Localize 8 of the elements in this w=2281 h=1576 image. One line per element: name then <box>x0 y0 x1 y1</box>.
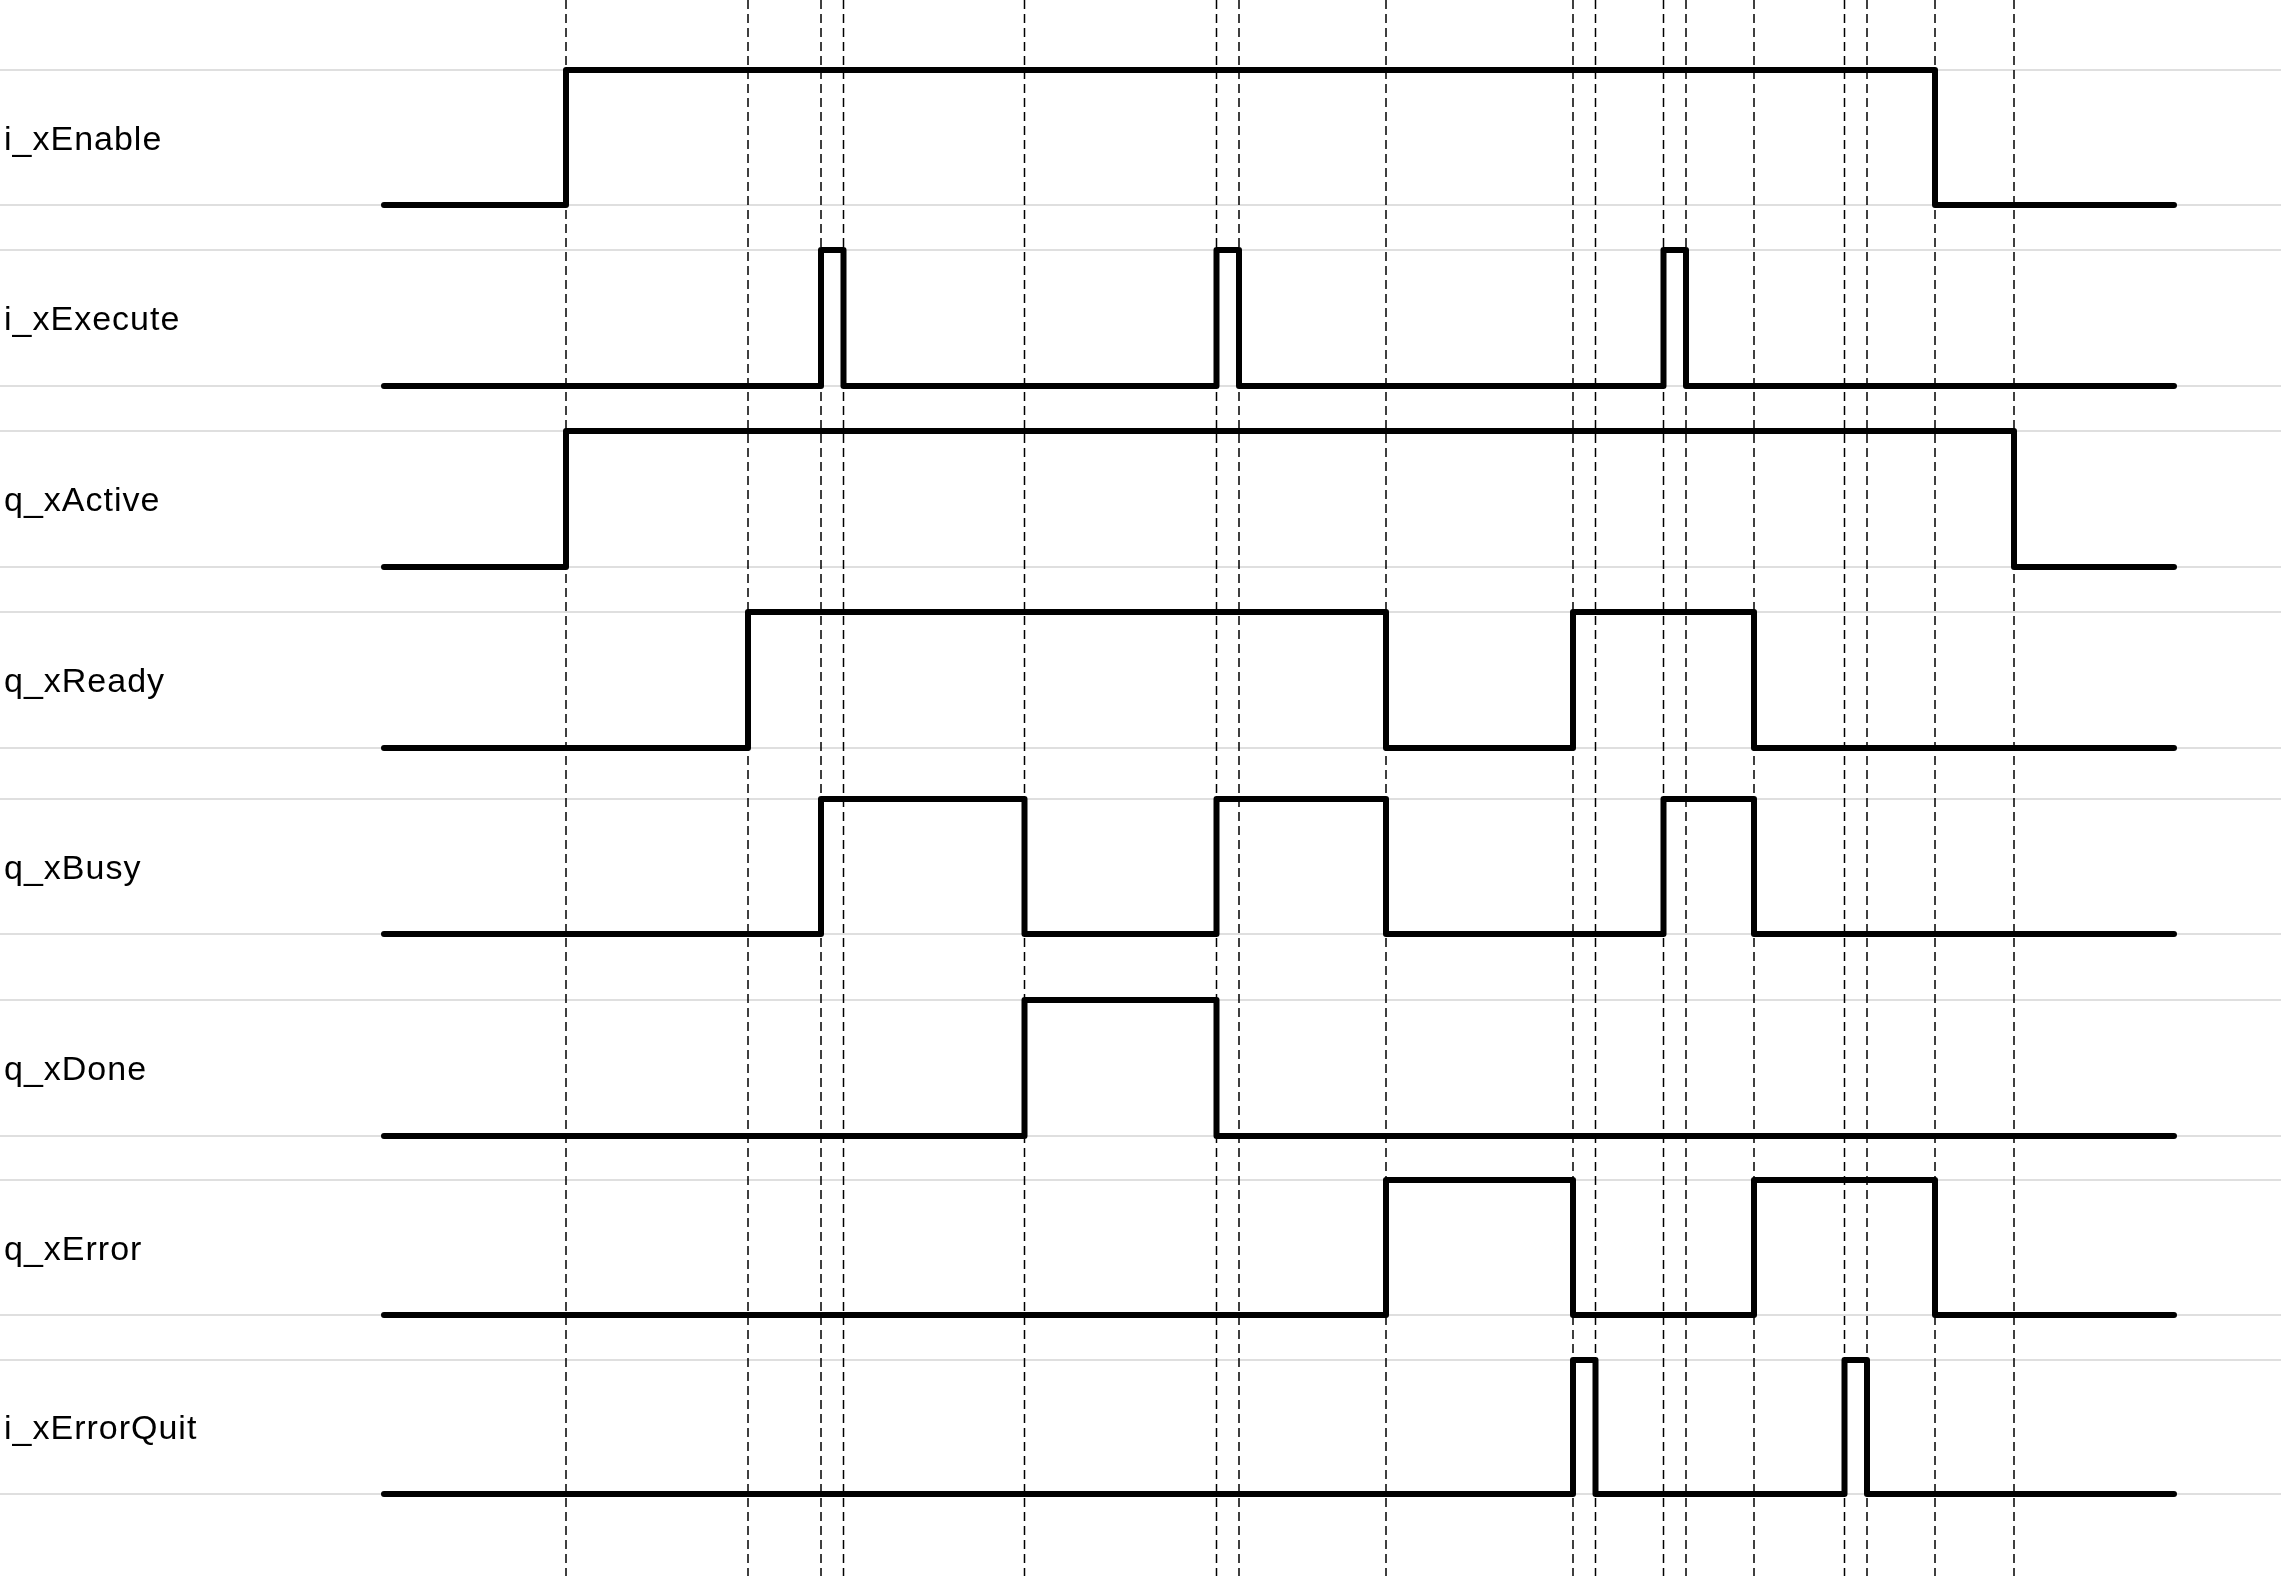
signal-name: q_xActive <box>4 479 161 519</box>
signal-name: q_xBusy <box>4 846 142 887</box>
signal-name: i_xEnable <box>4 117 163 158</box>
signal-name: i_xErrorQuit <box>4 1407 198 1447</box>
signal-name: q_xError <box>4 1227 143 1268</box>
signal-name: q_xDone <box>4 1048 148 1088</box>
signal-name: q_xReady <box>4 660 166 700</box>
signal-name: i_xExecute <box>4 298 181 338</box>
